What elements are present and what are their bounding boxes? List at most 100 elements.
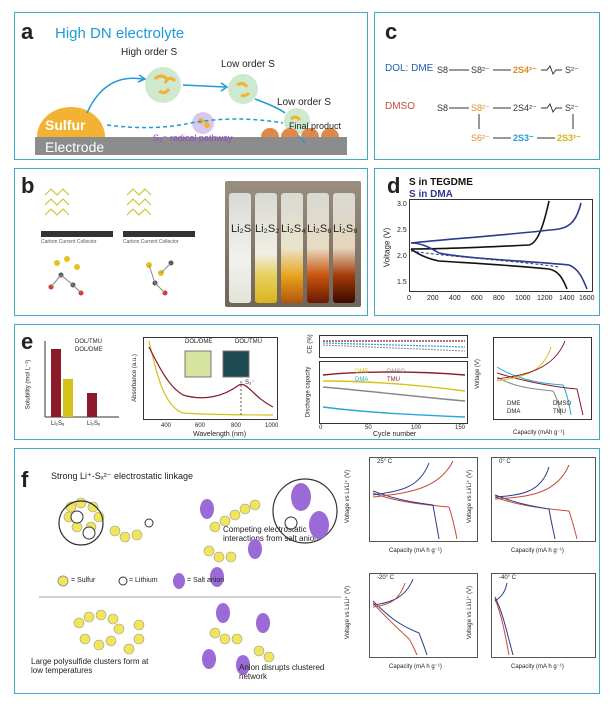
low-order-bubble-1 bbox=[228, 74, 258, 104]
high-order-label: High order S bbox=[121, 47, 178, 58]
volt-legend-dmso: DMSO bbox=[553, 401, 571, 407]
d-xtick-2: 400 bbox=[449, 295, 461, 302]
radical-pathway-arrow bbox=[106, 118, 284, 129]
final-product-bump-2 bbox=[281, 128, 299, 137]
d-xtick-3: 600 bbox=[471, 295, 483, 302]
curve-tegdme-charge bbox=[410, 200, 550, 250]
zoom-circle-right bbox=[272, 478, 338, 544]
anion-disrupts-text: Anion disrupts clustered network bbox=[239, 663, 325, 681]
cycle-xtick-2: 100 bbox=[411, 425, 422, 431]
electrode-label: Electrode bbox=[45, 139, 105, 155]
voltage-profile-plot bbox=[409, 199, 593, 292]
panel-label-e: e bbox=[21, 329, 34, 354]
collector-bar-2 bbox=[123, 231, 195, 237]
abs-ylabel: Absorbance (a.u.) bbox=[131, 354, 138, 402]
abs-xtick-0: 400 bbox=[161, 423, 172, 429]
abs-xlabel: Wavelength (nm) bbox=[193, 431, 247, 438]
vial-li2s8 bbox=[333, 193, 355, 303]
legend-dma: S in DMA bbox=[409, 189, 453, 200]
svg-text:2S3²⁻: 2S3²⁻ bbox=[557, 133, 581, 143]
svg-text:S6²⁻: S6²⁻ bbox=[471, 133, 490, 143]
vial-li2s2 bbox=[255, 193, 277, 303]
low-order-label-2: Low order S bbox=[277, 97, 331, 108]
d-xtick-4: 800 bbox=[493, 295, 505, 302]
panel-d: d S in TEGDME S in DMA Voltage (V) 1.5 2… bbox=[374, 168, 600, 316]
cycle-legend-dme: DME bbox=[355, 369, 369, 375]
ce-ylabel: CE (%) bbox=[307, 334, 314, 354]
cycle-xtick-0: 0 bbox=[319, 425, 323, 431]
panel-label-d: d bbox=[387, 173, 401, 198]
panel-label-f: f bbox=[21, 467, 29, 492]
key-sulfur-text: = Sulfur bbox=[71, 577, 96, 584]
temp-label-minus20: -20° C bbox=[377, 575, 395, 581]
abs-xtick-2: 800 bbox=[231, 423, 242, 429]
panel-label-b: b bbox=[21, 173, 35, 198]
strong-linkage-text: Strong Li⁺-Sₓ²⁻ electrostatic linkage bbox=[51, 471, 194, 481]
svg-text:S²⁻: S²⁻ bbox=[565, 103, 579, 113]
temp-plot-0 bbox=[491, 457, 596, 542]
mechanism-schematic bbox=[41, 188, 195, 296]
radical-pathway-label: S₃⁻ radical pathway bbox=[153, 133, 233, 143]
vial-label-2: Li₂S₄ bbox=[281, 223, 306, 235]
collector-label-1: Carbon Current Collector bbox=[41, 239, 97, 245]
cap-ylabel: Discharge capacity bbox=[305, 366, 312, 418]
cycle-xtick-1: 50 bbox=[365, 425, 372, 431]
svg-text:S8: S8 bbox=[437, 103, 448, 113]
d-xtick-5: 1000 bbox=[515, 295, 531, 302]
temp-plot-25 bbox=[369, 457, 478, 542]
key-lithium-text: = Lithium bbox=[129, 577, 158, 584]
abs-xtick-1: 600 bbox=[195, 423, 206, 429]
final-product-bump-3 bbox=[301, 128, 319, 137]
legend-tegdme: S in TEGDME bbox=[409, 177, 473, 188]
abs-curve-dme bbox=[148, 340, 274, 416]
d-xtick-8: 1600 bbox=[579, 295, 595, 302]
solubility-chart bbox=[44, 341, 119, 418]
arrow-high-to-low bbox=[182, 84, 226, 88]
electrode-bar bbox=[35, 137, 347, 155]
vial-li2s4 bbox=[281, 193, 303, 303]
cycle-legend-dma: DMA bbox=[355, 377, 369, 383]
panel-e: e Solubility (mol L⁻¹) DOL/TMU DOL/DME L… bbox=[14, 324, 600, 440]
volt-legend-dma: DMA bbox=[507, 409, 521, 415]
f-xlabel-3: Capacity (mA h g⁻¹) bbox=[389, 664, 442, 670]
arrow-sulfur-to-high bbox=[86, 77, 144, 114]
svg-text:2S4²⁻: 2S4²⁻ bbox=[513, 65, 537, 75]
curve-tegdme-discharge bbox=[410, 248, 568, 290]
d-xtick-6: 1200 bbox=[537, 295, 553, 302]
temp-label-0: 0° C bbox=[499, 459, 511, 465]
volt-legend-tmu: TMU bbox=[553, 409, 566, 415]
solubility-legend-tmu: DOL/TMU bbox=[75, 339, 102, 345]
d-ytick-0: 1.5 bbox=[397, 279, 407, 286]
curve-dma-charge bbox=[410, 202, 582, 244]
cluster-illustration bbox=[39, 478, 341, 675]
sulfur-dome bbox=[37, 107, 105, 137]
vial-li2s6 bbox=[307, 193, 329, 303]
cycle-xlabel: Cycle number bbox=[373, 431, 417, 438]
temp-label-minus40: -40° C bbox=[499, 575, 517, 581]
f-xlabel-2: Capacity (mA h g⁻¹) bbox=[511, 548, 564, 554]
vials-photo: Li₂S Li₂S₂ Li₂S₄ Li₂S₆ Li₂S₈ bbox=[225, 181, 361, 307]
panel-a: a High DN electrolyte High order S Low o… bbox=[14, 12, 368, 160]
svg-text:2S4²⁻: 2S4²⁻ bbox=[513, 103, 537, 113]
temp-label-25: 25° C bbox=[377, 459, 393, 465]
panel-b: b Carbon Current Collector Carbon Curren… bbox=[14, 168, 368, 316]
vial-label-1: Li₂S₂ bbox=[255, 223, 280, 235]
row-dol-dme-label: DOL: DME bbox=[385, 63, 434, 74]
arrow-low-to-low bbox=[254, 98, 286, 114]
temp-plot-minus40 bbox=[491, 573, 596, 658]
sulfur-label: Sulfur bbox=[45, 117, 86, 133]
d-xtick-0: 0 bbox=[407, 295, 411, 302]
temp-plot-minus20 bbox=[369, 573, 478, 658]
voltage-chart-e bbox=[493, 337, 592, 420]
solubility-ylabel: Solubility (mol L⁻¹) bbox=[25, 359, 32, 410]
zoom-circle-left bbox=[58, 500, 104, 546]
abs-peak-label: S₃⁻ bbox=[245, 380, 255, 386]
svg-text:S²⁻: S²⁻ bbox=[565, 65, 579, 75]
key-anion-text: = Salt anion bbox=[187, 577, 225, 584]
low-order-bubble-2 bbox=[284, 108, 310, 134]
absorbance-chart bbox=[143, 337, 278, 420]
bar-tmu-li2s8 bbox=[51, 349, 61, 417]
abs-xtick-3: 1000 bbox=[265, 423, 279, 429]
reaction-scheme: S8 S8²⁻ 2S4²⁻ S²⁻ S8 S8²⁻ 2S4²⁻ S²⁻ S6²⁻… bbox=[437, 64, 581, 143]
panel-c: c DOL: DME DMSO S8 S8²⁻ 2S4²⁻ S²⁻ S8 S8²… bbox=[374, 12, 600, 160]
